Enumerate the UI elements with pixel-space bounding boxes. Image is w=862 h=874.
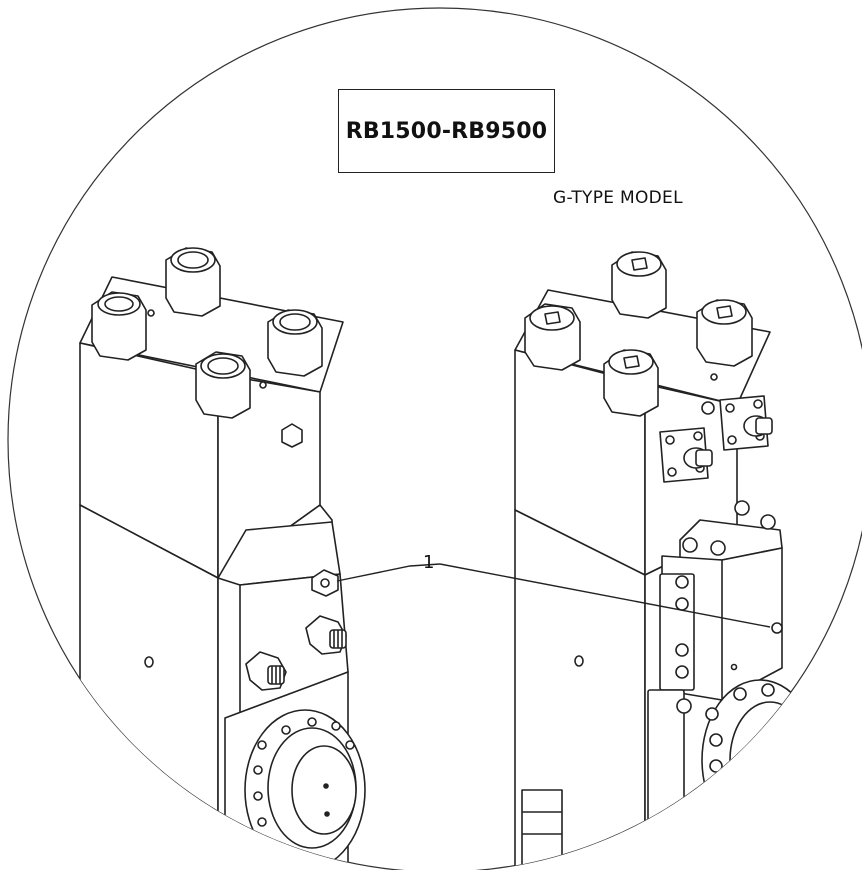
- nut-icon: [311, 569, 339, 597]
- model-range-label: RB1500-RB9500: [345, 118, 548, 144]
- square-socket-fitting-icon: [524, 303, 581, 371]
- left-valve-assembly-icon: [79, 247, 366, 871]
- flanged-connector-icon: [659, 427, 713, 483]
- callout-leader-icon: [336, 563, 771, 628]
- variant-label: G-TYPE MODEL: [553, 188, 683, 208]
- model-range-box: RB1500-RB9500: [338, 89, 555, 173]
- threaded-fitting-icon: [305, 615, 347, 655]
- hex-fitting-icon: [165, 247, 221, 317]
- right-valve-assembly-icon: [514, 251, 819, 871]
- callout-number: 1: [423, 552, 435, 573]
- square-socket-fitting-icon: [611, 251, 667, 319]
- hex-fitting-icon: [91, 291, 147, 361]
- square-socket-fitting-icon: [603, 349, 659, 417]
- square-socket-fitting-icon: [696, 299, 753, 367]
- flanged-connector-icon: [719, 395, 773, 451]
- threaded-fitting-icon: [245, 651, 287, 691]
- hex-fitting-icon: [267, 309, 323, 377]
- hex-fitting-icon: [195, 351, 251, 419]
